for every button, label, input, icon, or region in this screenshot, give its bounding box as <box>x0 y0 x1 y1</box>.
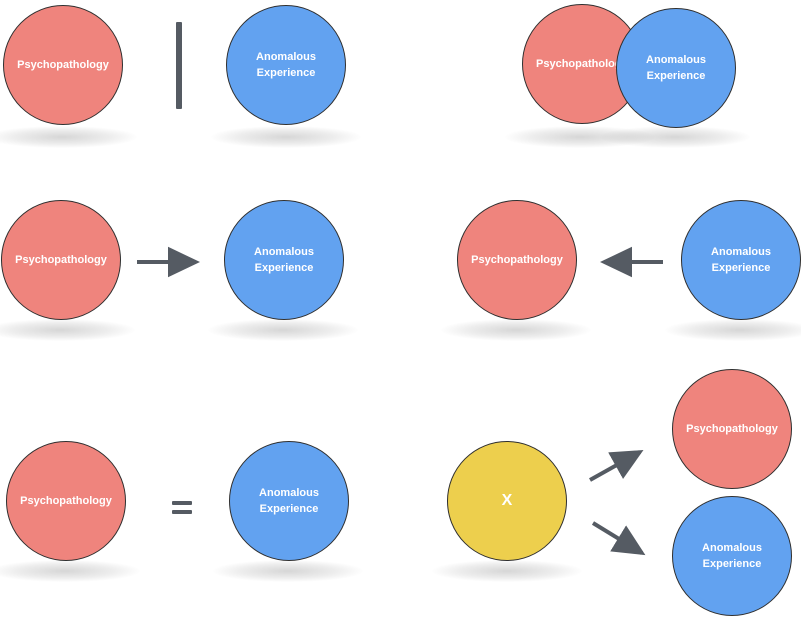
arrow-down-right-icon <box>591 521 646 556</box>
equals-symbol-bottom <box>172 510 192 514</box>
psychopathology-circle: Psychopathology <box>6 441 126 561</box>
shadow <box>213 560 363 582</box>
psychopathology-label: Psychopathology <box>471 254 563 266</box>
shadow <box>208 319 358 341</box>
shadow <box>665 319 801 341</box>
anomalous-experience-label: Anomalous Experience <box>256 51 316 79</box>
shadow <box>0 560 140 582</box>
equals-symbol-top <box>172 501 192 505</box>
anomalous-experience-label: Anomalous Experience <box>254 246 314 274</box>
anomalous-experience-circle: Anomalous Experience <box>616 8 736 128</box>
shadow <box>0 126 137 148</box>
x-label: X <box>501 492 513 509</box>
shadow <box>505 126 655 148</box>
anomalous-experience-circle: Anomalous Experience <box>681 200 801 320</box>
psychopathology-circle: Psychopathology <box>3 5 123 125</box>
psychopathology-label: Psychopathology <box>15 254 107 266</box>
x-circle: X <box>447 441 567 561</box>
anomalous-experience-circle: Anomalous Experience <box>226 5 346 125</box>
anomalous-experience-label: Anomalous Experience <box>259 487 319 515</box>
vertical-bar-symbol <box>176 22 182 109</box>
psychopathology-circle: Psychopathology <box>672 369 792 489</box>
psychopathology-label: Psychopathology <box>686 423 778 435</box>
anomalous-experience-label: Anomalous Experience <box>646 54 706 82</box>
psychopathology-label: Psychopathology <box>20 495 112 507</box>
anomalous-experience-circle: Anomalous Experience <box>224 200 344 320</box>
shadow <box>441 319 591 341</box>
anomalous-experience-circle: Anomalous Experience <box>229 441 349 561</box>
anomalous-experience-circle: Anomalous Experience <box>672 496 792 616</box>
shadow <box>432 560 582 582</box>
psychopathology-circle: Psychopathology <box>1 200 121 320</box>
anomalous-experience-label: Anomalous Experience <box>702 542 762 570</box>
shadow <box>211 126 361 148</box>
anomalous-experience-label: Anomalous Experience <box>711 246 771 274</box>
psychopathology-label: Psychopathology <box>536 58 628 70</box>
shadow <box>600 126 750 148</box>
psychopathology-label: Psychopathology <box>17 59 109 71</box>
shadow <box>0 319 135 341</box>
psychopathology-circle: Psychopathology <box>457 200 577 320</box>
arrow-up-right-icon <box>589 450 644 482</box>
